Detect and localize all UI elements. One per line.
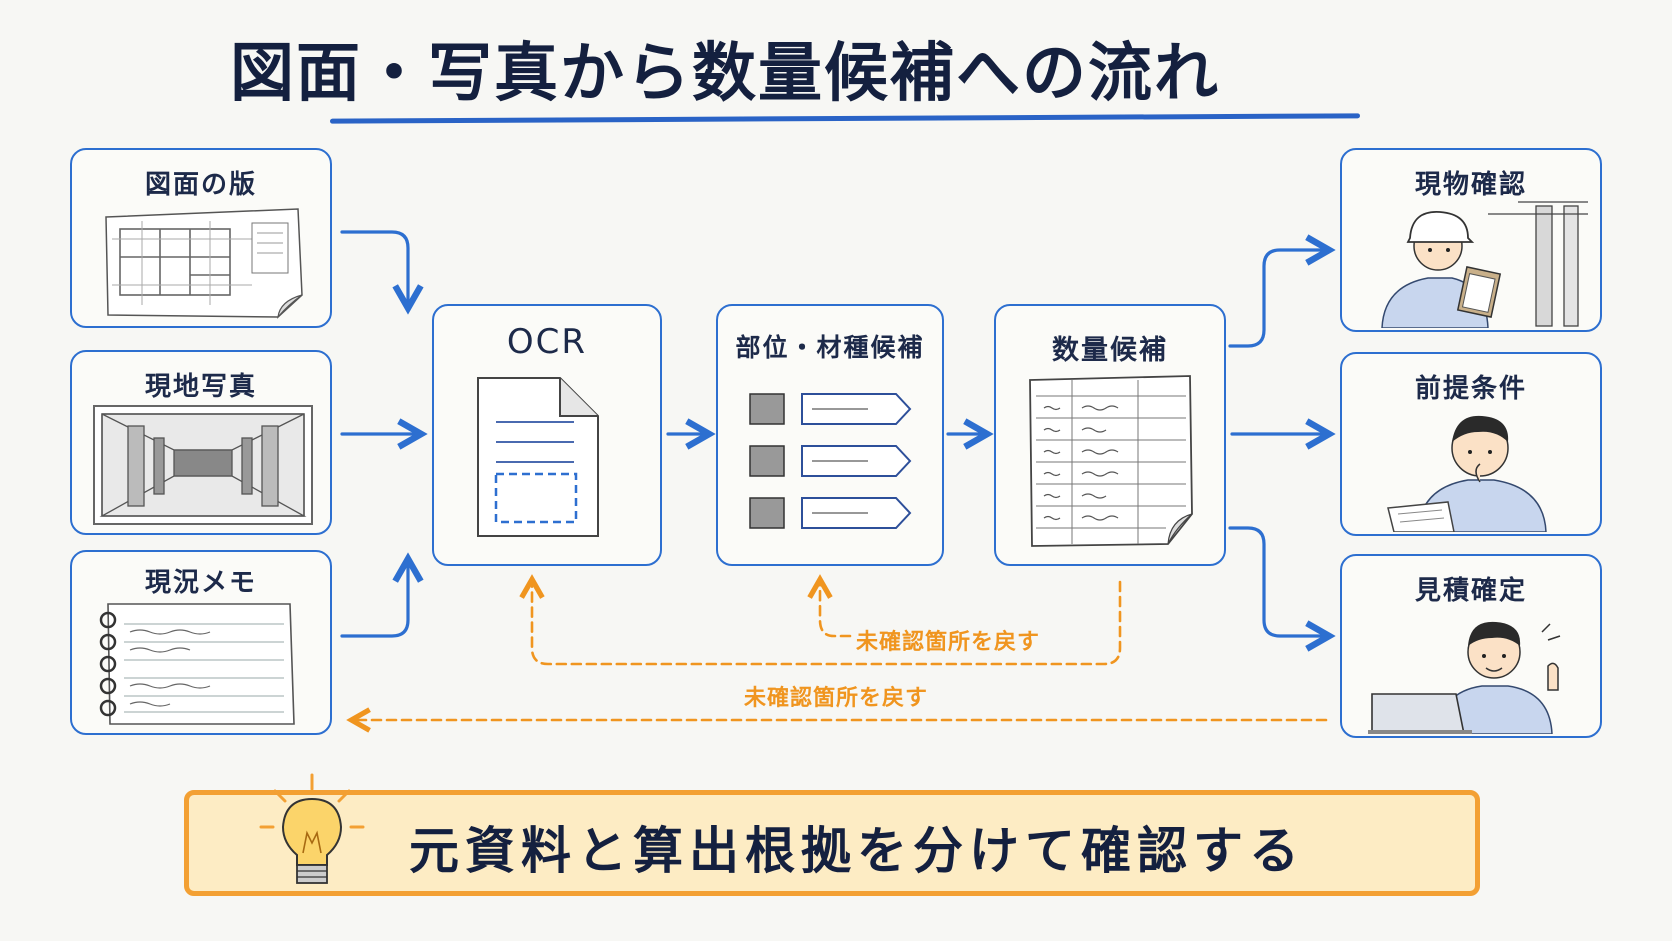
blueprint-icon: [102, 205, 307, 320]
feedback-inner-label: 未確認箇所を戻す: [856, 630, 1041, 655]
process-card-ocr: OCR: [432, 304, 662, 566]
process-label: OCR: [506, 322, 588, 362]
notebook-icon: [94, 600, 304, 728]
process-card-quantity: 数量候補: [994, 304, 1226, 566]
output-label: 前提条件: [1414, 374, 1527, 404]
output-card-estimate-final: 見積確定: [1340, 554, 1602, 738]
scanned-document-icon: [474, 374, 604, 540]
quantity-sheet-icon: [1026, 374, 1196, 554]
lightbulb-icon: [257, 773, 367, 895]
feedback-to-part: [820, 582, 852, 638]
feedback-loop-inner: [532, 582, 1122, 666]
process-label: 数量候補: [1052, 335, 1168, 366]
output-card-onsite-check: 現物確認: [1340, 148, 1602, 332]
tag-list-icon: [748, 386, 918, 536]
arrow-quantity-to-onsite: [1228, 250, 1326, 348]
output-label: 現物確認: [1414, 170, 1527, 200]
takeaway-text: 元資料と算出根拠を分けて確認する: [409, 822, 1305, 880]
worker-clipboard-icon: [1368, 200, 1590, 328]
input-card-memo: 現況メモ: [70, 550, 332, 735]
output-card-assumptions: 前提条件: [1340, 352, 1602, 536]
process-label: 部位・材種候補: [735, 333, 925, 362]
site-photo-icon: [92, 404, 314, 526]
input-label: 図面の版: [144, 170, 257, 200]
input-card-drawing: 図面の版: [70, 148, 332, 328]
worker-laptop-thumbsup-icon: [1368, 606, 1590, 734]
arrow-drawing-to-ocr: [340, 230, 408, 305]
worker-thinking-icon: [1368, 404, 1590, 532]
input-card-photo: 現地写真: [70, 350, 332, 535]
input-label: 現況メモ: [144, 568, 257, 598]
input-label: 現地写真: [144, 372, 257, 402]
output-label: 見積確定: [1414, 576, 1527, 606]
arrow-quantity-to-estimate: [1228, 526, 1326, 636]
page-title: 図面・写真から数量候補への流れ: [230, 37, 1220, 111]
arrow-memo-to-ocr: [340, 562, 408, 638]
process-card-part-material: 部位・材種候補: [716, 304, 944, 566]
feedback-outer-label: 未確認箇所を戻す: [744, 686, 929, 711]
takeaway-banner: 元資料と算出根拠を分けて確認する: [184, 773, 1480, 896]
